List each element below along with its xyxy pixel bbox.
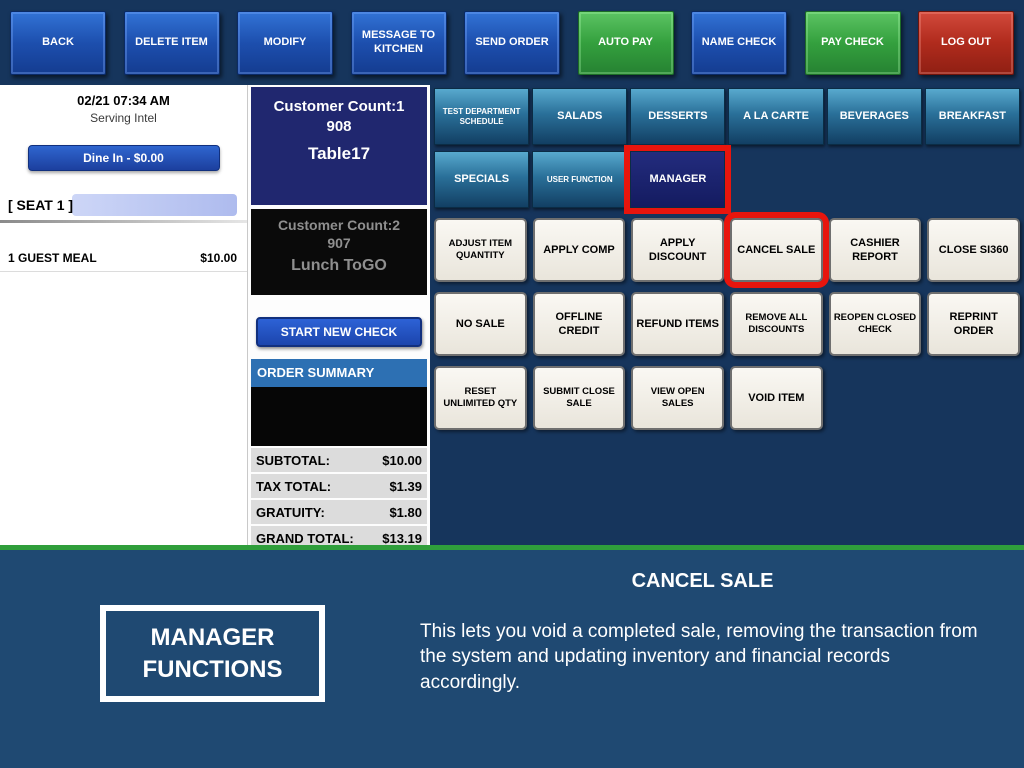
item-price: $10.00 bbox=[200, 251, 237, 265]
table-label: Lunch ToGO bbox=[291, 257, 387, 275]
customer-count-label: Customer Count:2 bbox=[277, 217, 401, 233]
log-out-button[interactable]: LOG OUT bbox=[918, 10, 1014, 75]
order-summary-header: ORDER SUMMARY bbox=[251, 359, 427, 387]
category-user-function[interactable]: USER FUNCTION bbox=[532, 151, 628, 208]
total-label: GRATUITY: bbox=[256, 504, 325, 520]
gratuity-row: GRATUITY: $1.80 bbox=[251, 500, 427, 524]
order-type-button[interactable]: Dine In - $0.00 bbox=[27, 145, 220, 171]
function-cancel-sale[interactable]: CANCEL SALE bbox=[724, 212, 829, 288]
back-button[interactable]: BACK bbox=[10, 10, 106, 75]
divider bbox=[0, 220, 247, 223]
check-number: 907 bbox=[327, 235, 351, 252]
function-close-si360[interactable]: CLOSE SI360 bbox=[927, 218, 1020, 282]
subtotal-row: SUBTOTAL: $10.00 bbox=[251, 448, 427, 472]
main-area: 02/21 07:34 AM Serving Intel Dine In - $… bbox=[0, 85, 1024, 550]
total-label: TAX TOTAL: bbox=[256, 478, 332, 494]
order-summary-list bbox=[251, 387, 427, 446]
category-specials[interactable]: SPECIALS bbox=[434, 151, 530, 208]
seat-row[interactable]: [ SEAT 1 ] bbox=[0, 193, 247, 217]
server-name: Serving Intel bbox=[90, 111, 157, 125]
start-new-check-button[interactable]: START NEW CHECK bbox=[256, 317, 422, 347]
category-beverages[interactable]: BEVERAGES bbox=[826, 88, 922, 145]
message-to-kitchen-button[interactable]: MESSAGE TO KITCHEN bbox=[350, 10, 447, 75]
total-value: $13.19 bbox=[382, 530, 422, 546]
annotation-text-block: CANCEL SALE This lets you void a complet… bbox=[420, 570, 985, 695]
check-detail-panel: 02/21 07:34 AM Serving Intel Dine In - $… bbox=[0, 85, 248, 550]
function-reprint-order[interactable]: REPRINT ORDER bbox=[927, 292, 1020, 356]
name-check-button[interactable]: NAME CHECK bbox=[691, 10, 787, 75]
table-label: Table17 bbox=[307, 144, 371, 163]
category-a-la-carte[interactable]: A LA CARTE bbox=[728, 88, 824, 145]
category-row-2: SPECIALS USER FUNCTION MANAGER bbox=[434, 145, 1020, 214]
total-value: $1.80 bbox=[389, 504, 422, 520]
seat-selection-highlight bbox=[72, 194, 237, 216]
function-cashier-report[interactable]: CASHIER REPORT bbox=[828, 218, 922, 282]
inactive-check-card[interactable]: Customer Count:2 907 Lunch ToGO bbox=[251, 209, 427, 295]
annotation-panel: MANAGER FUNCTIONS CANCEL SALE This lets … bbox=[0, 550, 1024, 768]
manager-functions-grid: ADJUST ITEM QUANTITY APPLY COMP APPLY DI… bbox=[434, 212, 1020, 430]
totals-table: SUBTOTAL: $10.00 TAX TOTAL: $1.39 GRATUI… bbox=[251, 446, 427, 550]
manager-functions-callout: MANAGER FUNCTIONS bbox=[100, 605, 325, 702]
function-reset-unlimited-qty[interactable]: RESET UNLIMITED QTY bbox=[434, 366, 527, 430]
delete-item-button[interactable]: DELETE ITEM bbox=[123, 10, 220, 75]
function-offline-credit[interactable]: OFFLINE CREDIT bbox=[532, 292, 626, 356]
active-check-card[interactable]: Customer Count:1 908 Table17 bbox=[251, 87, 427, 205]
checks-panel: Customer Count:1 908 Table17 Customer Co… bbox=[248, 85, 430, 550]
function-adjust-item-quantity[interactable]: ADJUST ITEM QUANTITY bbox=[434, 218, 527, 282]
total-value: $1.39 bbox=[389, 478, 422, 494]
total-value: $10.00 bbox=[382, 452, 422, 468]
function-view-open-sales[interactable]: VIEW OPEN SALES bbox=[631, 366, 724, 430]
function-void-item[interactable]: VOID ITEM bbox=[729, 366, 823, 430]
function-reopen-closed-check[interactable]: REOPEN CLOSED CHECK bbox=[828, 292, 922, 356]
send-order-button[interactable]: SEND ORDER bbox=[464, 10, 560, 75]
function-apply-comp[interactable]: APPLY COMP bbox=[532, 218, 626, 282]
check-item-row[interactable]: 1 GUEST MEAL $10.00 bbox=[0, 247, 247, 272]
category-test-department-schedule[interactable]: TEST DEPARTMENT SCHEDULE bbox=[434, 88, 530, 145]
annotation-title: CANCEL SALE bbox=[631, 570, 774, 592]
top-toolbar: BACK DELETE ITEM MODIFY MESSAGE TO KITCH… bbox=[0, 0, 1024, 85]
screen-bottom-edge bbox=[0, 545, 1024, 550]
tax-total-row: TAX TOTAL: $1.39 bbox=[251, 474, 427, 498]
function-no-sale[interactable]: NO SALE bbox=[434, 292, 527, 356]
modify-button[interactable]: MODIFY bbox=[237, 10, 333, 75]
callout-line-2: FUNCTIONS bbox=[142, 655, 283, 683]
category-row-1: TEST DEPARTMENT SCHEDULE SALADS DESSERTS… bbox=[434, 88, 1020, 145]
check-number: 908 bbox=[326, 117, 352, 135]
category-desserts[interactable]: DESSERTS bbox=[630, 88, 726, 145]
menu-panel: TEST DEPARTMENT SCHEDULE SALADS DESSERTS… bbox=[430, 85, 1024, 550]
seat-label: [ SEAT 1 ] bbox=[8, 197, 74, 213]
annotation-description: This lets you void a completed sale, rem… bbox=[420, 621, 978, 693]
category-salads[interactable]: SALADS bbox=[532, 88, 628, 145]
category-breakfast[interactable]: BREAKFAST bbox=[924, 88, 1020, 145]
category-manager[interactable]: MANAGER bbox=[624, 145, 732, 214]
total-label: GRAND TOTAL: bbox=[256, 530, 354, 546]
item-name: 1 GUEST MEAL bbox=[8, 251, 97, 265]
callout-line-1: MANAGER bbox=[150, 624, 275, 652]
check-datetime: 02/21 07:34 AM bbox=[77, 93, 170, 108]
pay-check-button[interactable]: PAY CHECK bbox=[804, 10, 901, 75]
function-remove-all-discounts[interactable]: REMOVE ALL DISCOUNTS bbox=[729, 292, 823, 356]
function-refund-items[interactable]: REFUND ITEMS bbox=[631, 292, 724, 356]
total-label: SUBTOTAL: bbox=[256, 452, 330, 468]
function-apply-discount[interactable]: APPLY DISCOUNT bbox=[631, 218, 724, 282]
function-submit-close-sale[interactable]: SUBMIT CLOSE SALE bbox=[532, 366, 626, 430]
customer-count-label: Customer Count:1 bbox=[273, 98, 405, 115]
auto-pay-button[interactable]: AUTO PAY bbox=[577, 10, 674, 75]
